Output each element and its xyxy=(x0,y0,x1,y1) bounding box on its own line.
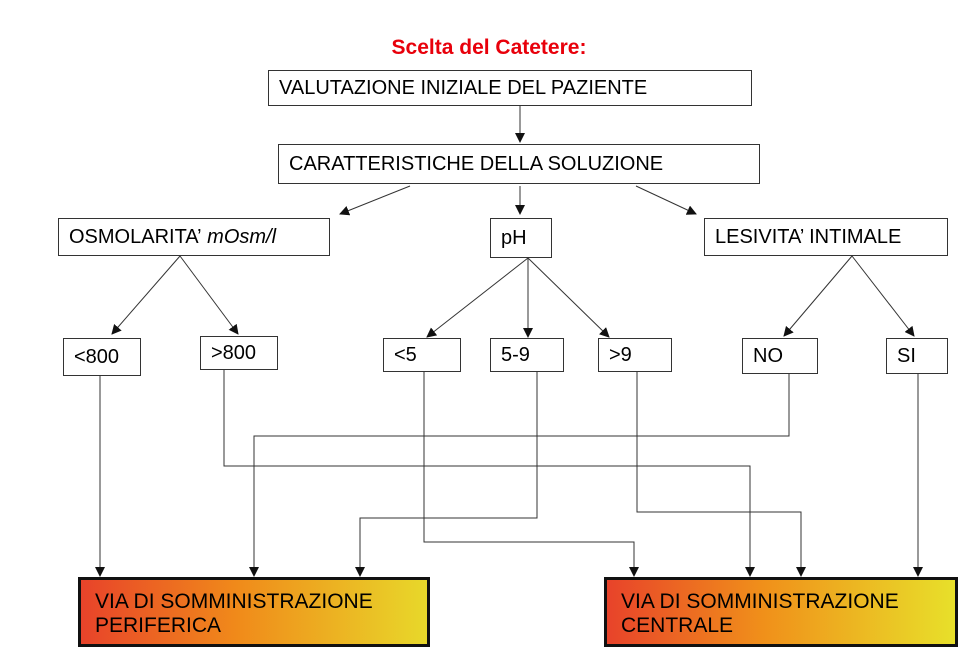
route-gt9-centrale xyxy=(636,372,806,577)
node-caratteristiche: CARATTERISTICHE DELLA SOLUZIONE xyxy=(278,144,760,184)
node-les-si: SI xyxy=(886,338,948,374)
route-no-periferica xyxy=(249,374,790,577)
node-osm-gt800: >800 xyxy=(200,336,278,370)
osmolarita-unit: mOsm/l xyxy=(207,226,277,248)
route-gt800-centrale xyxy=(223,370,755,577)
arrow-lesivita-no xyxy=(783,255,853,337)
route-5-9-periferica xyxy=(355,372,538,577)
destination-centrale: VIA DI SOMMINISTRAZIONE CENTRALE xyxy=(604,577,958,647)
periferica-line1: VIA DI SOMMINISTRAZIONE xyxy=(95,590,373,613)
arrow-ph-gt9 xyxy=(527,257,610,338)
node-lesivita: LESIVITA’ INTIMALE xyxy=(704,218,948,256)
arrow-ph-lt5 xyxy=(426,257,529,338)
osmolarita-label: OSMOLARITA’ xyxy=(69,226,202,248)
arrow-osmolarita-lt800 xyxy=(111,255,181,335)
route-lt5-centrale xyxy=(423,372,639,577)
diagram-title: Scelta del Catetere: xyxy=(391,36,587,59)
arrow-caratteristiche-lesivita xyxy=(635,185,697,215)
centrale-line2: CENTRALE xyxy=(621,614,734,638)
destination-periferica: VIA DI SOMMINISTRAZIONE PERIFERICA xyxy=(78,577,430,647)
arrow-caratteristiche-osmolarita xyxy=(339,185,411,216)
node-ph-5-9: 5-9 xyxy=(490,338,564,372)
node-ph-gt9: >9 xyxy=(598,338,672,372)
node-osm-lt800: <800 xyxy=(63,338,141,376)
node-osmolarita: OSMOLARITA’ mOsm/l xyxy=(58,218,330,256)
centrale-line1: VIA DI SOMMINISTRAZIONE xyxy=(621,590,899,613)
node-ph: pH xyxy=(490,218,552,258)
periferica-line2: PERIFERICA xyxy=(95,614,222,638)
node-ph-lt5: <5 xyxy=(383,338,461,372)
node-valutazione: VALUTAZIONE INIZIALE DEL PAZIENTE xyxy=(268,70,752,106)
arrow-osmolarita-gt800 xyxy=(179,255,239,335)
node-les-no: NO xyxy=(742,338,818,374)
arrow-lesivita-si xyxy=(851,255,915,337)
